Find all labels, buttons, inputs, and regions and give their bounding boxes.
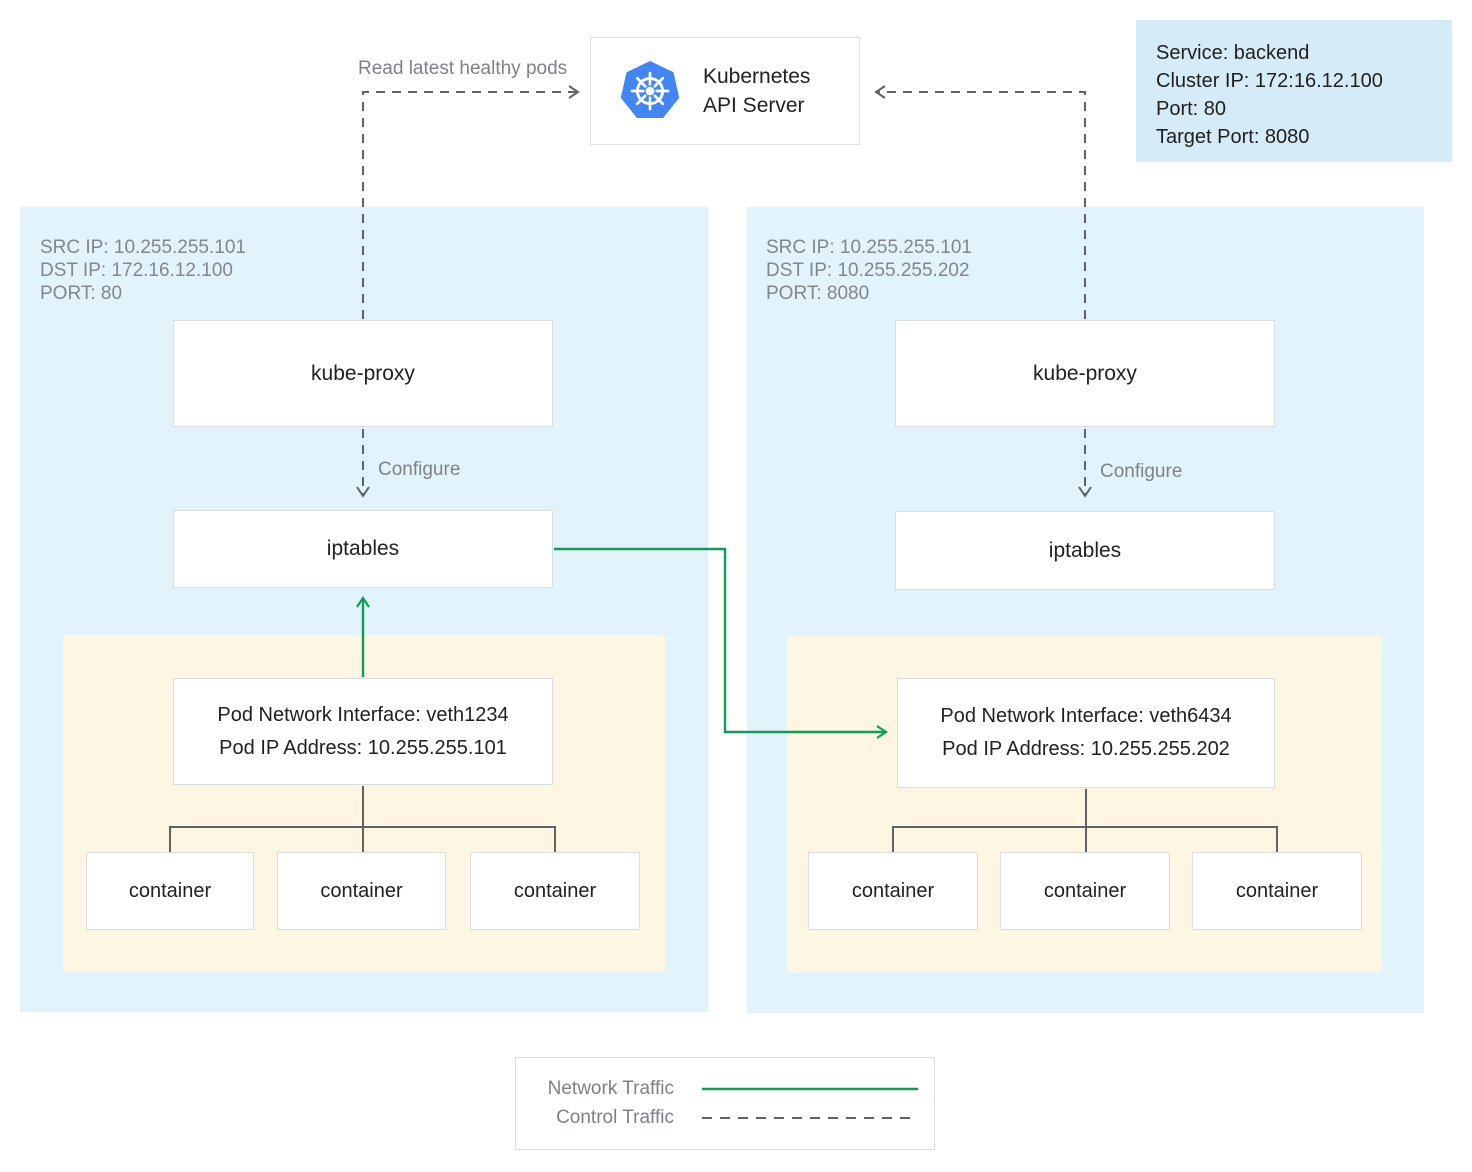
- container-box: container: [86, 852, 254, 930]
- network-traffic-line-sample: [702, 1087, 918, 1091]
- container-label: container: [320, 879, 403, 902]
- api-server-title: Kubernetes API Server: [703, 62, 810, 120]
- packet-info-right-dst: DST IP: 10.255.255.202: [766, 260, 970, 281]
- container-box: container: [277, 852, 446, 930]
- pod-interface-right-line2: Pod IP Address: 10.255.255.202: [942, 738, 1230, 760]
- api-server-title-line2: API Server: [703, 94, 805, 117]
- packet-info-right: SRC IP: 10.255.255.101 DST IP: 10.255.25…: [766, 236, 972, 305]
- iptables-box-left: iptables: [173, 510, 553, 588]
- pod-interface-left-line1: Pod Network Interface: veth1234: [217, 703, 509, 726]
- container-label: container: [1043, 879, 1127, 902]
- legend: Network Traffic Control Traffic: [515, 1057, 935, 1150]
- packet-info-right-src: SRC IP: 10.255.255.101: [766, 237, 972, 258]
- kube-proxy-label-right: kube-proxy: [1033, 361, 1137, 385]
- kube-proxy-box-left: kube-proxy: [173, 320, 553, 427]
- container-box: container: [808, 852, 978, 930]
- service-port: Port: 80: [1156, 98, 1227, 120]
- legend-control-traffic-label: Control Traffic: [556, 1107, 674, 1128]
- container-box: container: [470, 852, 640, 930]
- packet-info-left-src: SRC IP: 10.255.255.101: [40, 237, 246, 258]
- container-label: container: [851, 879, 935, 902]
- packet-info-left-dst: DST IP: 172.16.12.100: [40, 260, 233, 281]
- configure-label-left: Configure: [378, 459, 461, 480]
- legend-network-traffic-label: Network Traffic: [547, 1078, 674, 1099]
- legend-row-control-traffic: Control Traffic: [516, 1107, 934, 1129]
- kube-proxy-label-left: kube-proxy: [311, 361, 415, 385]
- iptables-label-right: iptables: [1048, 538, 1122, 562]
- packet-info-left-port: PORT: 80: [40, 283, 123, 304]
- iptables-box-right: iptables: [895, 511, 1275, 590]
- container-label: container: [513, 879, 597, 902]
- pod-interface-box-right: Pod Network Interface: veth6434 Pod IP A…: [897, 678, 1275, 788]
- kube-proxy-box-right: kube-proxy: [895, 320, 1275, 427]
- service-name: Service: backend: [1156, 42, 1310, 64]
- pod-interface-left-line2: Pod IP Address: 10.255.255.101: [219, 736, 507, 759]
- service-target-port: Target Port: 8080: [1156, 126, 1310, 148]
- service-cluster-ip: Cluster IP: 172:16.12.100: [1156, 70, 1383, 92]
- pod-interface-box-left: Pod Network Interface: veth1234 Pod IP A…: [173, 678, 553, 785]
- control-traffic-line-sample: [702, 1117, 918, 1119]
- service-info-card: Service: backend Cluster IP: 172:16.12.1…: [1136, 20, 1452, 162]
- iptables-label-left: iptables: [326, 537, 400, 560]
- container-label: container: [1235, 879, 1319, 902]
- api-server-title-line1: Kubernetes: [703, 65, 811, 88]
- legend-row-network-traffic: Network Traffic: [516, 1078, 934, 1100]
- api-server-box: Kubernetes API Server: [590, 37, 860, 145]
- container-box: container: [1192, 852, 1362, 930]
- container-box: container: [1000, 852, 1170, 930]
- kubernetes-logo-icon: [620, 61, 680, 118]
- pod-interface-right-line1: Pod Network Interface: veth6434: [940, 705, 1232, 727]
- packet-info-left: SRC IP: 10.255.255.101 DST IP: 172.16.12…: [40, 236, 246, 305]
- read-latest-healthy-pods-label: Read latest healthy pods: [358, 58, 568, 79]
- container-label: container: [128, 879, 212, 902]
- configure-label-right: Configure: [1100, 461, 1183, 482]
- packet-info-right-port: PORT: 8080: [766, 283, 870, 304]
